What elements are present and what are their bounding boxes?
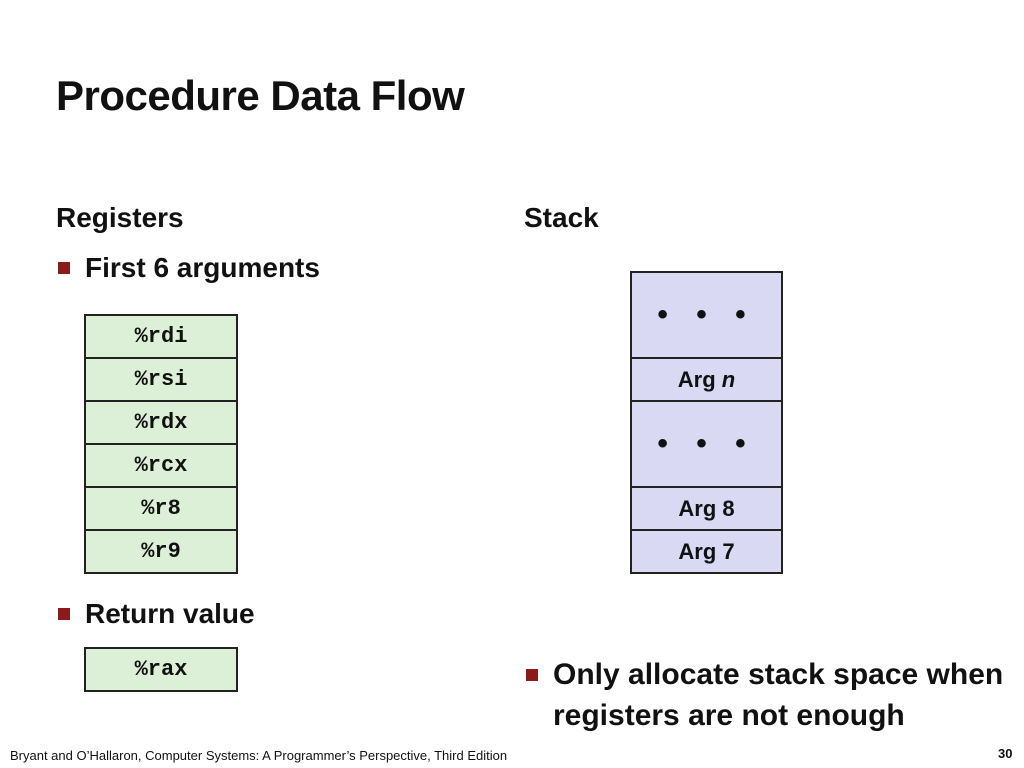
- stack-cell-label: Arg: [677, 366, 722, 392]
- footer-citation: Bryant and O’Hallaron, Computer Systems:…: [10, 748, 508, 763]
- args-bullet-text: First 6 arguments: [85, 252, 320, 283]
- stack-cell-ellipsis-middle: • • •: [630, 400, 783, 488]
- stack-cell-arg-7: Arg 7: [630, 529, 783, 574]
- stack-cell-label: Arg 7: [678, 538, 735, 564]
- square-bullet-icon: [526, 669, 538, 681]
- square-bullet-icon: [58, 262, 70, 274]
- register-rcx: %rcx: [84, 443, 238, 488]
- ellipsis-dots: • • •: [657, 298, 756, 331]
- stack-note-text: Only allocate stack space when registers…: [553, 658, 1004, 732]
- ellipsis-dots: • • •: [657, 427, 756, 460]
- register-r9: %r9: [84, 529, 238, 574]
- register-rdi: %rdi: [84, 314, 238, 359]
- register-r8: %r8: [84, 486, 238, 531]
- return-bullet-item: Return value: [58, 598, 255, 630]
- stack-note-item: Only allocate stack space when registers…: [526, 654, 1006, 736]
- page-number: 30: [998, 746, 1013, 761]
- return-bullet-text: Return value: [85, 598, 255, 629]
- square-bullet-icon: [58, 608, 70, 620]
- register-rax: %rax: [84, 647, 238, 692]
- stack-cell-ellipsis-top: • • •: [630, 271, 783, 359]
- register-rsi: %rsi: [84, 357, 238, 402]
- stack-heading: Stack: [524, 202, 599, 233]
- register-rdx: %rdx: [84, 400, 238, 445]
- stack-cell-arg-n: Arg n: [630, 357, 783, 402]
- stack-cell-label: Arg 8: [678, 495, 735, 521]
- args-bullet-item: First 6 arguments: [58, 252, 320, 284]
- registers-heading: Registers: [56, 202, 184, 233]
- stack-cell-arg-8: Arg 8: [630, 486, 783, 531]
- stack-cell-label-variable: n: [721, 366, 736, 392]
- slide-title: Procedure Data Flow: [56, 72, 465, 119]
